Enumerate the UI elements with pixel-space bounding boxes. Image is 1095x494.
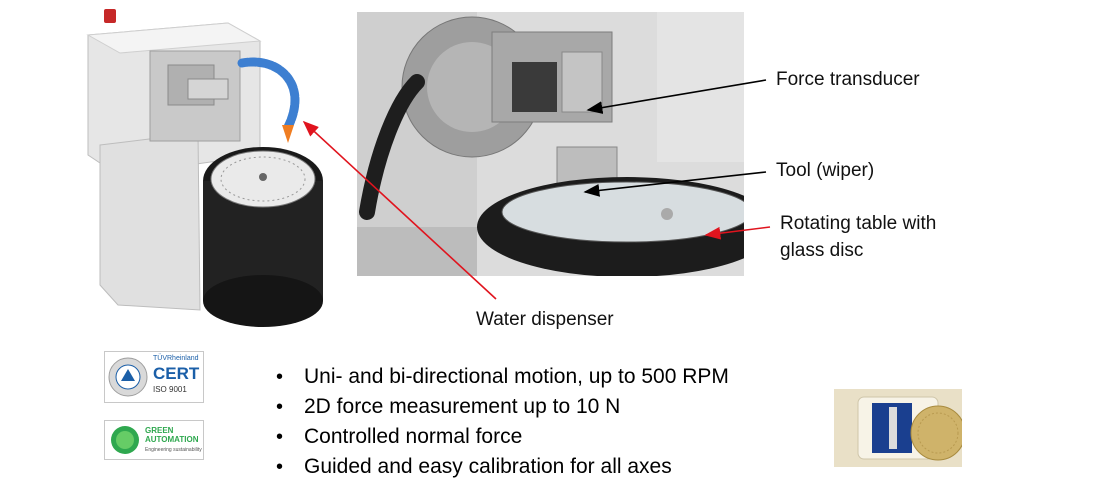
- feature-item: Controlled normal force: [276, 422, 729, 452]
- green-automation-logo: GREEN AUTOMATION Engineering sustainabil…: [104, 420, 204, 460]
- closeup-illustration: [357, 12, 744, 276]
- feature-item: Guided and easy calibration for all axes: [276, 452, 729, 482]
- iso-text: ISO 9001: [153, 385, 187, 394]
- sample-holder-image: [834, 389, 962, 467]
- green-text: GREEN: [145, 426, 174, 435]
- cert-text: CERT: [153, 364, 200, 383]
- globe-icon: [111, 426, 139, 454]
- feature-item: Uni- and bi-directional motion, up to 50…: [276, 362, 729, 392]
- tribometer-machine-image: [86, 9, 323, 327]
- tuv-brand-text: TÜVRheinland: [153, 355, 199, 362]
- feature-list: Uni- and bi-directional motion, up to 50…: [276, 362, 729, 482]
- closeup-photo: [357, 12, 744, 276]
- label-rotating-table-line2: glass disc: [780, 240, 864, 261]
- label-force-transducer: Force transducer: [776, 69, 920, 90]
- label-water-dispenser: Water dispenser: [476, 309, 614, 330]
- green-tagline: Engineering sustainability: [145, 447, 202, 453]
- feature-item: 2D force measurement up to 10 N: [276, 392, 729, 422]
- automation-text: AUTOMATION: [145, 435, 199, 444]
- tuv-seal-icon: [108, 357, 148, 397]
- label-rotating-table-line1: Rotating table with: [780, 213, 937, 234]
- tuv-cert-logo: TÜVRheinland CERT ISO 9001: [104, 351, 204, 403]
- label-tool-wiper: Tool (wiper): [776, 160, 875, 181]
